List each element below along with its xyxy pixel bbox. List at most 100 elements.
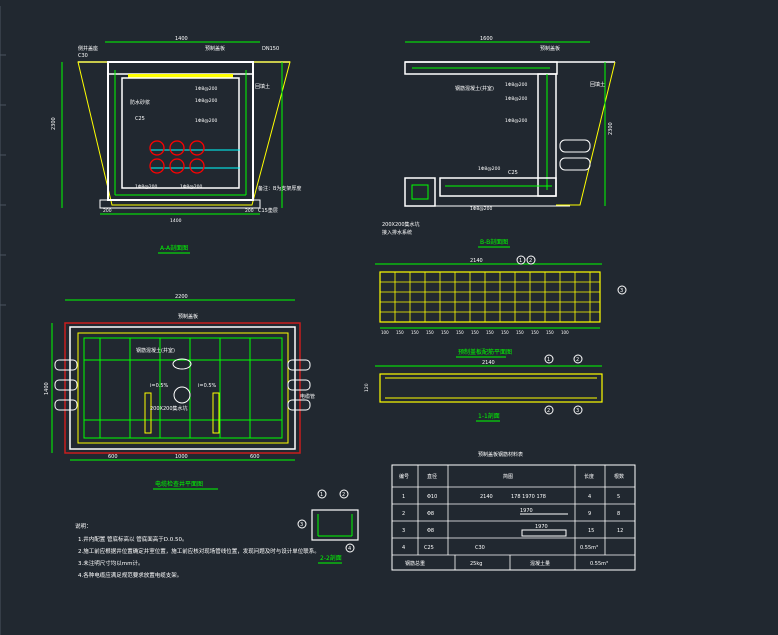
cover-plan-dim-3: 150 <box>411 330 419 335</box>
section-a-label-mortar: 防水砂浆 <box>130 99 150 106</box>
table-row-3-no: 3 <box>402 528 405 534</box>
table-row-3-weight: 12 <box>617 528 623 534</box>
table-row-1-shape: 2140 <box>480 494 493 500</box>
table-footer-concrete-value: 0.55m³ <box>590 561 608 567</box>
plan-label-slope-1: i=0.5% <box>150 383 169 389</box>
table-header-length: 长度 <box>584 473 594 480</box>
table-row-2-count: 9 <box>588 511 591 517</box>
table-row-4-shape: C30 <box>475 545 485 551</box>
section-b-label-concrete: 钢筋混凝土(井室) <box>455 85 494 92</box>
notes-line-3: 3.未注明尺寸均以mm计。 <box>78 559 143 567</box>
section-b-dim-side: 2300 <box>608 122 614 135</box>
table-header-count: 根数 <box>614 473 624 480</box>
plan-label-sump: 200X200集水坑 <box>150 405 188 412</box>
section-b-pipes <box>559 139 591 171</box>
table-row-4-no: 4 <box>402 545 405 551</box>
cover-plan-dim-13: 100 <box>561 330 569 335</box>
cover-plan-dim-5: 150 <box>441 330 449 335</box>
section-a-dim-side: 2300 <box>51 117 57 130</box>
section-a-label-note: 备注：B为支架厚度 <box>258 185 301 192</box>
table-row-2-no: 2 <box>402 511 405 517</box>
cover-plan-dim-9: 150 <box>501 330 509 335</box>
cover-section-callout-3: 2 <box>547 408 550 414</box>
plan-supports <box>144 392 220 434</box>
section-b-label-backfill: 回填土 <box>590 81 605 88</box>
table-row-2-dia: Φ8 <box>427 511 434 517</box>
section-a-label-cushion: C15垫层 <box>258 207 278 214</box>
cover-section-callout-1: 1 <box>547 357 550 363</box>
cover-plan-title: 预制盖板配筋平面图 <box>458 348 512 356</box>
table-title: 预制盖板钢筋材料表 <box>478 451 523 458</box>
plan-label-cover: 预制盖板 <box>178 313 198 320</box>
table-row-3-length: 1970 <box>535 524 548 530</box>
section-b-label-rebar-5: 1Φ8@200 <box>470 206 492 212</box>
plan-rebar <box>84 338 282 438</box>
section-b-label-rebar-3: 1Φ8@200 <box>505 118 527 124</box>
section-a-dim-bottom-1: 200 <box>103 208 112 214</box>
cover-plan-dim-4: 150 <box>426 330 434 335</box>
table-row-1-weight: 5 <box>617 494 620 500</box>
notes-line-4: 4.各种电缆应满足规范要求放置电缆支架。 <box>78 571 182 579</box>
section-b-label-rebar-2: 1Φ8@200 <box>505 96 527 102</box>
cover-plan-dim-10: 150 <box>516 330 524 335</box>
section-a-label-precast-cover: 预制盖板 <box>205 45 225 52</box>
table-header-shape: 简图 <box>503 473 513 480</box>
rebar-table: 预制盖板钢筋材料表 编号 直径 简图 长度 根数 1 Φ10 2140 178 … <box>391 451 636 571</box>
section-b-label-c25: C25 <box>508 170 518 176</box>
cover-plan-dim-top: 2140 <box>470 258 483 264</box>
section-a-conduits <box>149 140 205 174</box>
cover-plan-drawing: 2140 100 150 150 150 150 150 150 150 150… <box>375 255 627 358</box>
section-a-label-rebar-3: 1Φ8@200 <box>195 118 217 124</box>
table-row-1-dia: Φ10 <box>427 494 437 500</box>
detail-2-callout-4: 4 <box>348 546 351 552</box>
plan-label-concrete: 钢筋混凝土(井室) <box>136 347 175 354</box>
section-b-drawing: 1600 2300 预制盖板 钢筋混凝土(井室) 1Φ8@200 1Φ8@200… <box>382 36 616 248</box>
cover-plan-grid <box>380 272 600 322</box>
section-a-dim-bottom-2: 1400 <box>170 218 182 224</box>
table-row-3-count: 15 <box>588 528 594 534</box>
cover-plan-dim-12: 150 <box>546 330 554 335</box>
section-a-label-rebar-1: 1Φ8@200 <box>195 86 217 92</box>
plan-dim-bottom-2: 1000 <box>175 454 188 460</box>
section-a-label-rebar-2: 1Φ8@200 <box>195 98 217 104</box>
cover-plan-dim-1: 100 <box>381 330 389 335</box>
cover-section-drawing: 2140 120 1 2 2 3 1-1剖面 <box>364 354 603 422</box>
section-a-dim-bottom-3: 200 <box>245 208 254 214</box>
detail-2-callout-1: 1 <box>320 492 323 498</box>
cover-plan-dim-6: 150 <box>456 330 464 335</box>
cover-plan-callout-2: 2 <box>529 258 532 264</box>
plan-dim-top: 2200 <box>175 294 188 300</box>
table-row-2-weight: 8 <box>617 511 620 517</box>
plan-drawing: 2200 1400 600 1000 600 预制盖板 钢筋混凝土(井室) i=… <box>44 294 315 490</box>
section-a-dim-top: 1400 <box>175 36 188 42</box>
section-a-label-rebar-4: 1Φ8@200 <box>135 184 157 190</box>
notes-title: 说明： <box>75 522 92 530</box>
detail-2-callout-3: 3 <box>300 522 303 528</box>
plan-dim-bottom-3: 600 <box>250 454 260 460</box>
plan-pipes <box>54 359 311 411</box>
table-footer-rebar-label: 钢筋总重 <box>405 560 425 567</box>
section-a-drawing: 1400 2300 200 1400 200 侧井盖 <box>51 36 301 254</box>
section-b-label-cover: 预制盖板 <box>540 45 560 52</box>
section-a-label-backfill: 回填土 <box>255 83 270 90</box>
cover-section-callout-2: 2 <box>576 357 579 363</box>
notes-line-2: 2.施工前应根据井位置确定井室位置，施工前应核对现场管线位置，发现问题及时与设计… <box>78 547 320 555</box>
cover-plan-dim-8: 150 <box>486 330 494 335</box>
table-header-dia: 直径 <box>427 473 437 480</box>
section-a-label-c30: C30 <box>78 53 88 59</box>
section-b-title: B-B剖面图 <box>480 238 508 246</box>
plan-sump <box>173 386 191 404</box>
table-row-1-length: 178 1970 178 <box>511 494 546 500</box>
plan-label-conduit: 电缆管 <box>300 393 315 400</box>
section-a-label-rebar-5: 1Φ8@200 <box>180 184 202 190</box>
left-edge-ruler <box>0 6 6 635</box>
section-a-label-cover-seat: 侧井盖座 <box>78 45 98 52</box>
cover-plan-dim-11: 150 <box>531 330 539 335</box>
detail-2-title: 2-2剖面 <box>320 554 342 562</box>
section-b-dim-top: 1600 <box>480 36 493 42</box>
cover-section-title: 1-1剖面 <box>478 412 500 420</box>
table-row-2-length: 1970 <box>520 508 533 514</box>
section-a-title: A-A剖面图 <box>160 244 188 252</box>
table-row-4-dia: C25 <box>424 545 434 551</box>
